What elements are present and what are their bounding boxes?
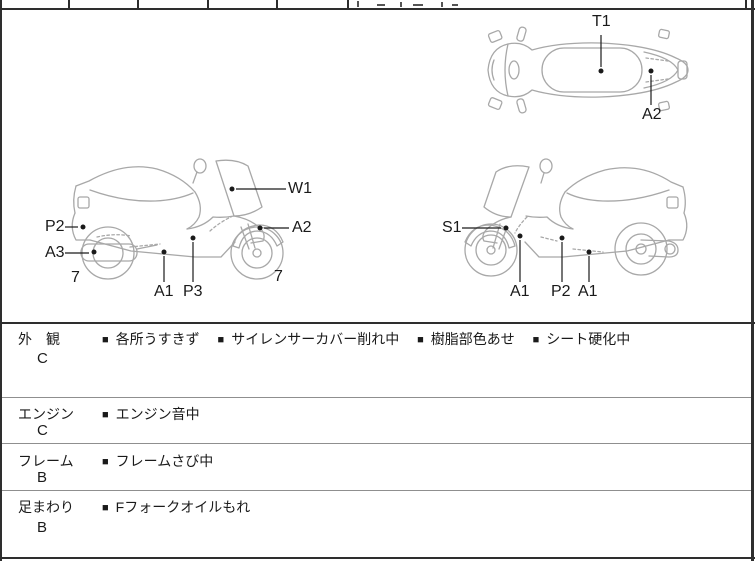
right-side-leader-lines	[462, 225, 592, 282]
defect-label-a1-left: A1	[154, 283, 174, 300]
section-label-frame: フレーム	[18, 453, 74, 469]
defect-label-a2-side: A2	[292, 219, 312, 236]
table-cell-divider	[68, 0, 70, 8]
defect-label-w1: W1	[288, 180, 312, 197]
grade-frame: B	[37, 469, 48, 486]
bullet-icon: ■	[417, 334, 424, 346]
note-item: Fフォークオイルもれ	[115, 499, 251, 515]
section-label-exterior: 外 観	[18, 331, 60, 347]
sheet-right-border	[751, 0, 754, 561]
sheet-left-border	[0, 0, 2, 561]
defect-label-a2-top: A2	[642, 106, 662, 123]
defect-label-p3: P3	[183, 283, 203, 300]
bullet-icon: ■	[102, 334, 109, 346]
note-item: フレームさび中	[115, 453, 214, 469]
note-item: シート硬化中	[546, 331, 631, 347]
bullet-icon: ■	[532, 334, 540, 346]
table-cell-divider	[276, 0, 278, 8]
table-border	[0, 8, 755, 10]
row-divider	[2, 443, 751, 444]
scooter-top-view-drawing	[487, 26, 689, 114]
tire-grade-rear: 7	[71, 269, 80, 286]
note-item: 樹脂部色あせ	[430, 331, 515, 347]
defect-label-a3: A3	[45, 244, 65, 261]
note-item: エンジン音中	[115, 406, 200, 422]
defect-label-a1-rear: A1	[578, 283, 598, 300]
row-divider	[2, 397, 751, 398]
bullet-icon: ■	[102, 502, 109, 514]
undercarriage-notes: ■ Fフォークオイルもれ	[102, 497, 264, 517]
exterior-notes: ■ 各所うすきず ■ サイレンサーカバー削れ中 ■ 樹脂部色あせ ■ シート硬化中	[102, 329, 644, 349]
clipped-text-fragment	[452, 4, 458, 6]
note-item: 各所うすきず	[115, 331, 200, 347]
table-cell-divider	[207, 0, 209, 8]
row-divider	[2, 490, 751, 491]
table-cell-divider	[347, 0, 349, 8]
defect-label-s1: S1	[442, 219, 462, 236]
engine-notes: ■ エンジン音中	[102, 404, 214, 424]
grade-engine: C	[37, 422, 48, 439]
defect-label-p2-left: P2	[45, 218, 65, 235]
frame-notes: ■ フレームさび中	[102, 451, 227, 471]
scooter-right-side-drawing	[462, 158, 688, 282]
scooter-left-side-drawing	[65, 158, 289, 282]
tire-grade-front: 7	[274, 268, 283, 285]
clipped-text-fragment	[357, 1, 359, 7]
bullet-icon: ■	[217, 334, 225, 346]
note-item: サイレンサーカバー削れ中	[231, 331, 400, 347]
sheet-bottom-border	[0, 557, 755, 559]
defect-label-t1: T1	[592, 13, 611, 30]
defect-label-p2-right: P2	[551, 283, 571, 300]
clipped-text-fragment	[400, 2, 402, 7]
grade-exterior: C	[37, 350, 48, 367]
bullet-icon: ■	[102, 409, 109, 421]
defect-label-a1-front: A1	[510, 283, 530, 300]
cutoff-table-row	[0, 0, 755, 8]
section-label-undercarriage: 足まわり	[18, 499, 74, 515]
table-cell-divider	[745, 0, 747, 8]
clipped-text-fragment	[413, 4, 423, 6]
clipped-text-fragment	[441, 2, 443, 7]
bullet-icon: ■	[102, 456, 109, 468]
grade-undercarriage: B	[37, 519, 48, 536]
clipped-text-fragment	[377, 4, 385, 6]
table-cell-divider	[137, 0, 139, 8]
section-label-engine: エンジン	[18, 406, 74, 422]
top-view-leader-lines	[598, 35, 654, 105]
section-top-border	[0, 322, 755, 324]
left-side-leader-lines	[65, 186, 289, 282]
